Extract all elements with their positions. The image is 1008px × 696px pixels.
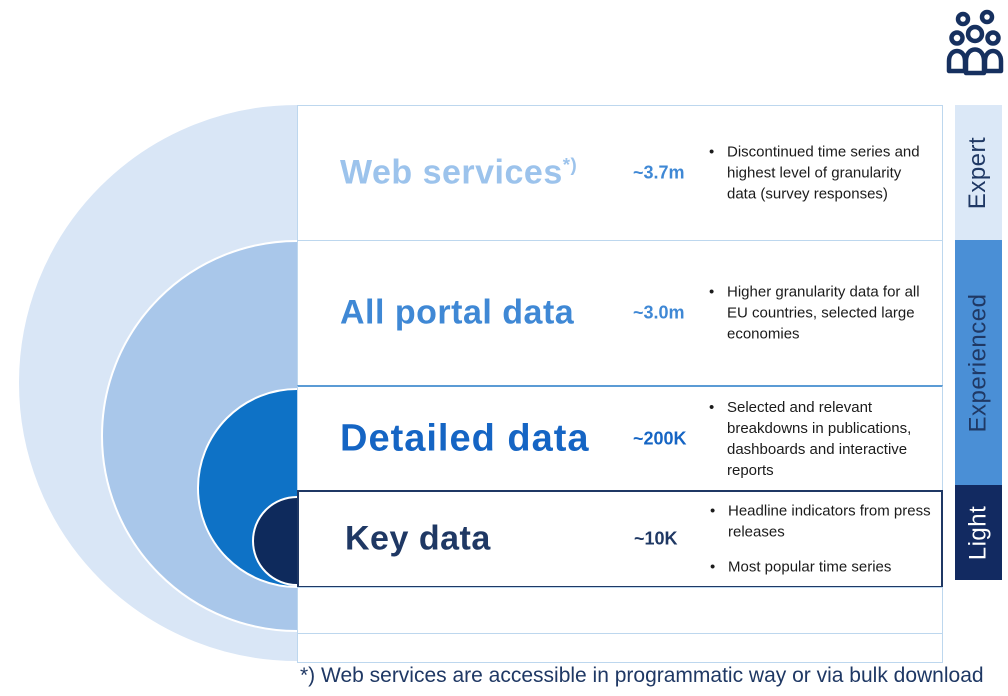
footnote-marker: *) — [562, 154, 578, 176]
row-all-portal-data-count: ~3.0m — [633, 302, 685, 323]
row-all-portal-data-label: All portal data — [340, 293, 575, 332]
bullet-text: Most popular time series — [728, 558, 892, 576]
row-detailed-data: Detailed data ~200K • Selected and releva… — [297, 385, 943, 491]
bullet-icon: • — [709, 283, 715, 301]
bullet-icon: • — [710, 502, 716, 520]
bullet-item: • Most popular time series — [710, 557, 934, 578]
row-web-services-label-text: Web services — [340, 153, 563, 192]
row-key-data-label: Key data — [345, 519, 491, 558]
bullet-text: Headline indicators from press releases — [728, 502, 931, 541]
audience-level-expert-label: Expert — [964, 136, 992, 209]
row-detailed-data-bullets: • Selected and relevant breakdowns in pub… — [709, 397, 933, 481]
bullet-text: Selected and relevant breakdowns in publ… — [727, 398, 912, 479]
bullet-text: Higher granularity data for all EU count… — [727, 283, 920, 343]
audience-level-light: Light — [955, 485, 1002, 580]
bullet-item: • Headline indicators from press releases — [710, 501, 934, 543]
bullet-icon: • — [709, 398, 715, 416]
audience-level-light-label: Light — [964, 505, 992, 560]
audience-level-experienced-label: Experienced — [964, 293, 992, 432]
row-web-services: Web services*) ~3.7m • Discontinued time … — [297, 105, 943, 241]
bullet-item: • Selected and relevant breakdowns in pub… — [709, 397, 933, 481]
bullet-icon: • — [710, 558, 716, 576]
row-detailed-data-label: Detailed data — [340, 417, 590, 459]
bullet-item: • Higher granularity data for all EU coun… — [709, 282, 933, 345]
people-group-icon — [946, 8, 1006, 76]
footnote: *) Web services are accessible in progra… — [300, 664, 984, 687]
row-empty-1 — [297, 587, 943, 634]
row-web-services-count: ~3.7m — [633, 162, 685, 183]
row-all-portal-data-bullets: • Higher granularity data for all EU coun… — [709, 282, 933, 345]
row-all-portal-data: All portal data ~3.0m • Higher granularit… — [297, 240, 943, 386]
row-web-services-label: Web services*) — [340, 154, 577, 193]
row-web-services-bullets: • Discontinued time series and highest le… — [709, 142, 933, 205]
row-detailed-data-count: ~200K — [633, 428, 687, 448]
bullet-text: Discontinued time series and highest lev… — [727, 143, 920, 203]
bullet-icon: • — [709, 143, 715, 161]
row-empty-2 — [297, 633, 943, 663]
row-key-data-bullets: • Headline indicators from press releases… — [710, 501, 934, 578]
bullet-item: • Discontinued time series and highest le… — [709, 142, 933, 205]
audience-level-experienced: Experienced — [955, 240, 1002, 485]
audience-level-expert: Expert — [955, 105, 1002, 240]
row-key-data-count: ~10K — [634, 528, 678, 549]
row-key-data: Key data ~10K • Headline indicators from … — [297, 490, 943, 588]
